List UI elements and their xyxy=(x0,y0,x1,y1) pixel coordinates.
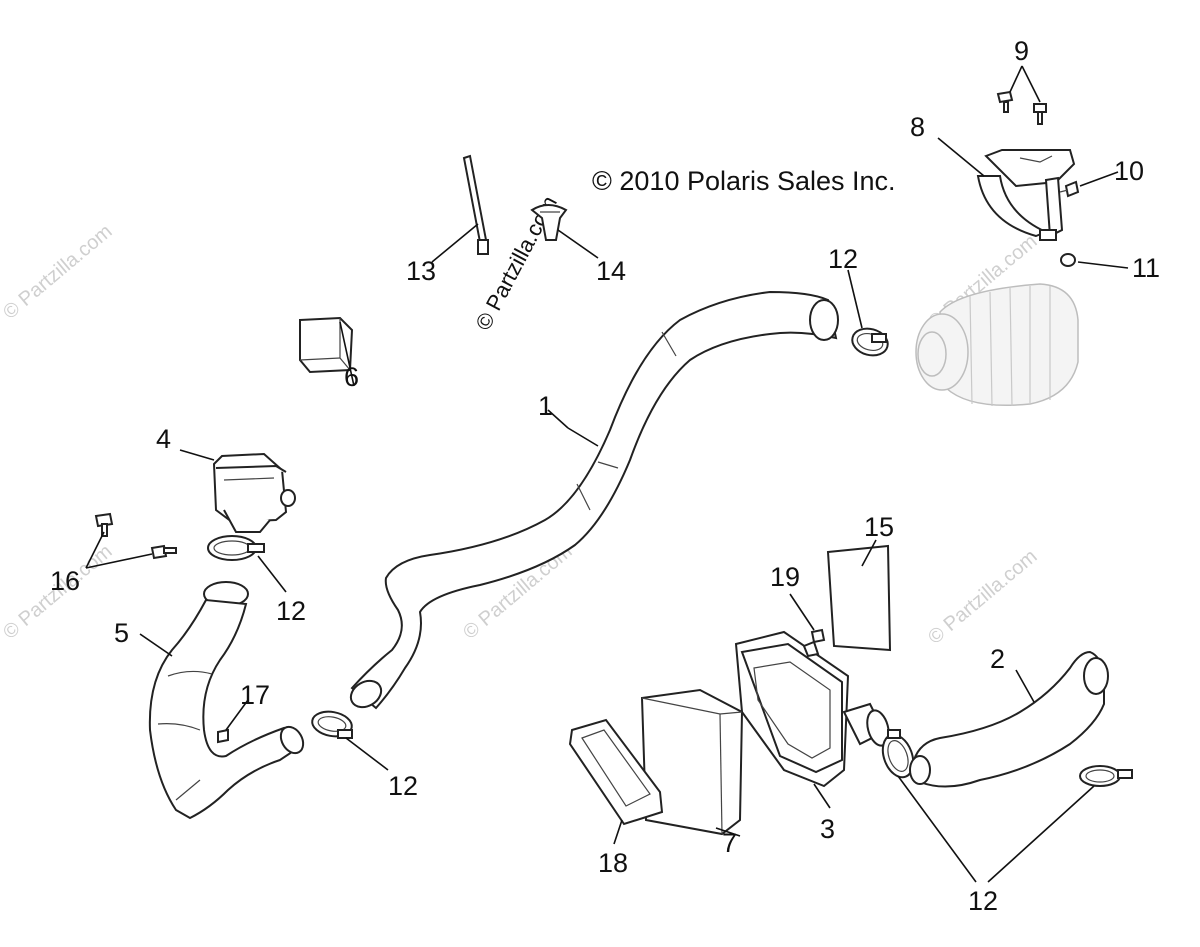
part-7-filter-block xyxy=(640,688,744,836)
watermark-5: © Partzilla.com xyxy=(924,545,1041,648)
part-9-screws xyxy=(996,90,1047,125)
callout-16: 16 xyxy=(50,566,80,596)
callout-3: 3 xyxy=(820,814,835,844)
part-10-bolt xyxy=(1059,180,1080,198)
callout-15: 15 xyxy=(864,512,894,542)
part-12-clamp-right-lower xyxy=(881,729,915,779)
callout-12-top: 12 xyxy=(828,244,858,274)
callout-9: 9 xyxy=(1014,36,1029,66)
watermark-1: © Partzilla.com xyxy=(0,220,116,323)
callout-14: 14 xyxy=(596,256,626,286)
part-2-outlet-tube xyxy=(909,650,1109,788)
part-18-frame xyxy=(568,718,664,826)
part-12-clamp-left xyxy=(207,535,265,561)
part-16-screws xyxy=(94,512,177,560)
callout-5: 5 xyxy=(114,618,129,648)
callout-12-bottom: 12 xyxy=(968,886,998,916)
callout-4: 4 xyxy=(156,424,171,454)
callout-11: 11 xyxy=(1132,253,1160,283)
callout-12-left: 12 xyxy=(276,596,306,626)
part-8-bracket-strap xyxy=(976,149,1076,241)
part-1-intake-tube xyxy=(349,290,839,710)
part-4-housing xyxy=(212,452,296,533)
copyright-text: © 2010 Polaris Sales Inc. xyxy=(592,166,896,196)
callout-2: 2 xyxy=(990,644,1005,674)
callout-6: 6 xyxy=(344,362,359,392)
callout-12-center: 12 xyxy=(388,771,418,801)
air-filter-reference xyxy=(915,283,1079,407)
callout-1: 1 xyxy=(538,391,553,421)
part-12-clamp-center xyxy=(311,710,353,739)
callout-8: 8 xyxy=(910,112,925,142)
part-19-screw xyxy=(810,628,826,644)
callout-18: 18 xyxy=(598,848,628,878)
callout-10: 10 xyxy=(1114,156,1144,186)
part-15-sheet xyxy=(826,544,892,652)
part-5-lower-duct xyxy=(148,581,305,820)
part-12-clamp-top xyxy=(851,327,889,357)
part-11-nut xyxy=(1060,253,1076,267)
callout-17: 17 xyxy=(240,680,270,710)
callout-19: 19 xyxy=(770,562,800,592)
part-14-clip xyxy=(530,204,568,241)
callout-7: 7 xyxy=(722,828,737,858)
part-12-clamp-right xyxy=(1079,765,1133,787)
part-13-cable-tie xyxy=(462,154,489,255)
part-17-screw xyxy=(217,728,229,744)
part-3-airbox xyxy=(734,630,890,788)
callout-13: 13 xyxy=(406,256,436,286)
